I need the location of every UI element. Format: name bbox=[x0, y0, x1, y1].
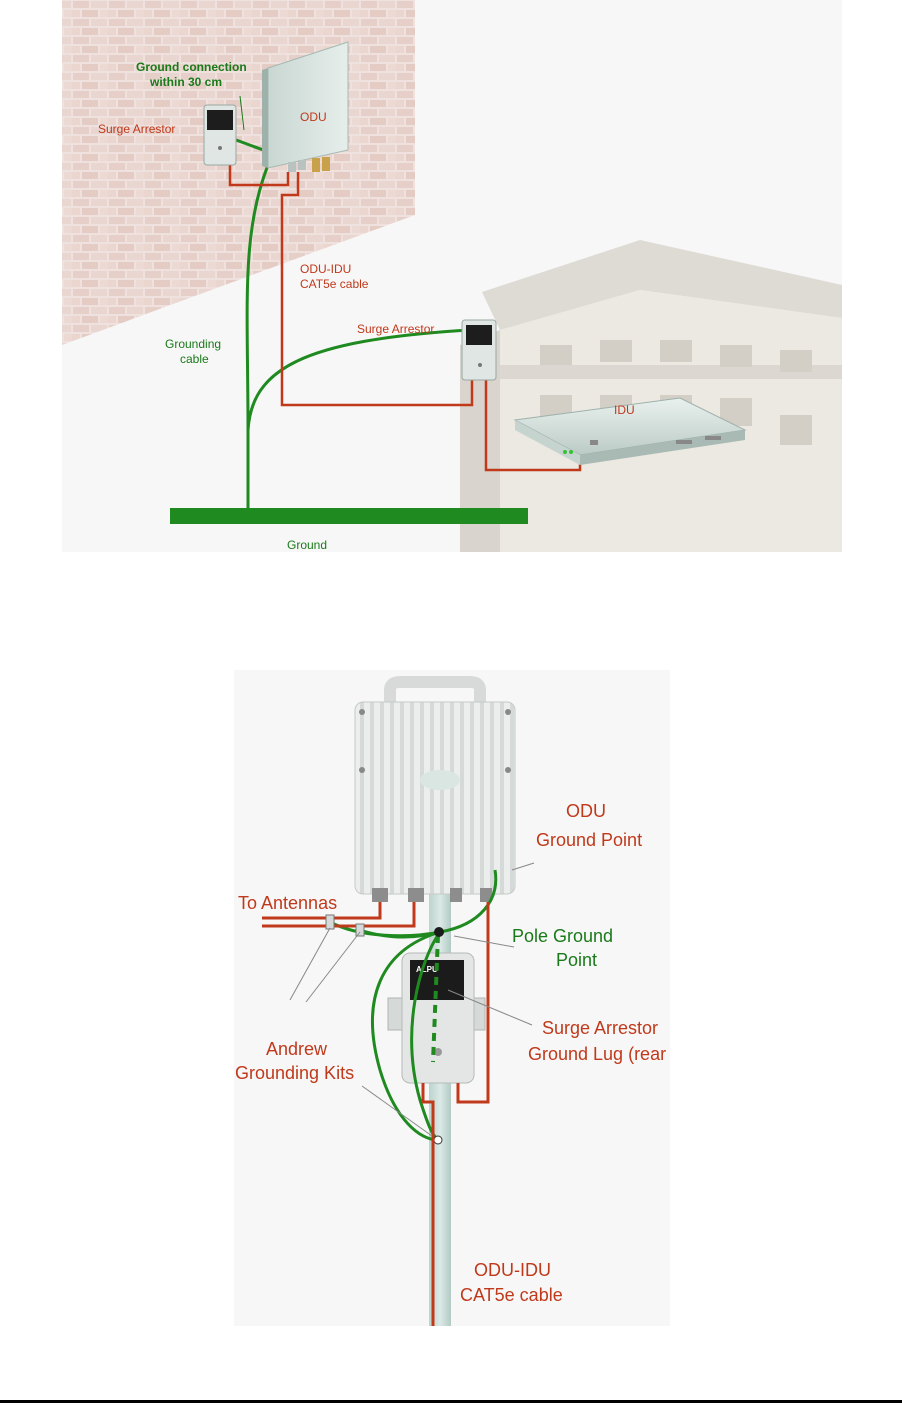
ground-kit-clamp bbox=[434, 1136, 442, 1144]
pole-ground-point bbox=[434, 927, 444, 937]
ground-bar bbox=[170, 508, 528, 524]
label-to-antennas: To Antennas bbox=[238, 893, 337, 913]
surge-arrestor-mid bbox=[462, 320, 496, 380]
label-surge-arrestor-top: Surge Arrestor bbox=[98, 122, 175, 136]
building bbox=[460, 240, 842, 552]
andrew-kit-2 bbox=[356, 924, 364, 936]
andrew-kit-1 bbox=[326, 915, 334, 929]
surge-arrestor-top bbox=[204, 105, 236, 165]
label-ground: Ground bbox=[287, 538, 327, 552]
label-odu: ODU bbox=[300, 110, 327, 124]
installation-diagram-pole: ALPU ODU Ground Point To Antennas bbox=[0, 670, 902, 1330]
footer-rule bbox=[0, 1400, 902, 1403]
surge-arrestor: ALPU bbox=[388, 953, 485, 1083]
installation-diagram-wall: Ground connection within 30 cm Surge Arr… bbox=[0, 0, 902, 560]
label-idu: IDU bbox=[614, 403, 635, 417]
odu-unit bbox=[355, 682, 515, 902]
label-surge-arrestor-mid: Surge Arrestor bbox=[357, 322, 434, 336]
